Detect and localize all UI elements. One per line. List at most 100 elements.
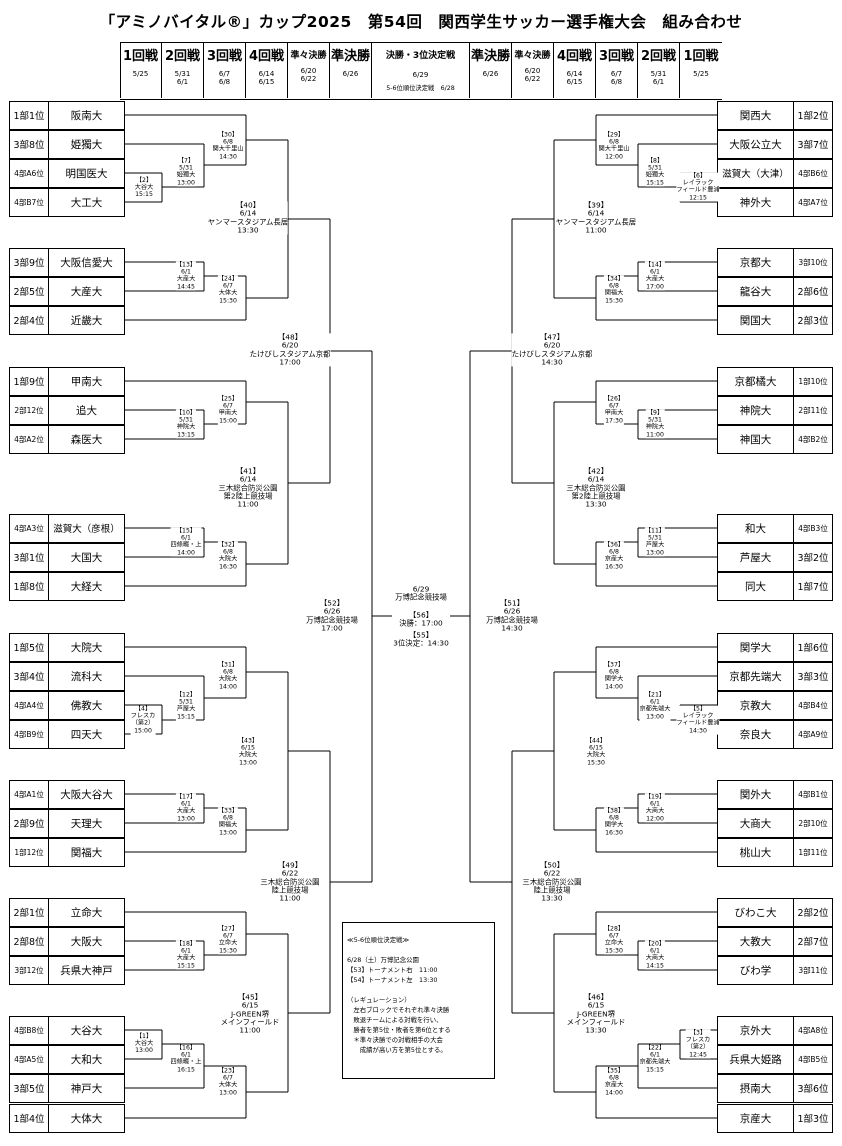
team-rank: 3部11位: [793, 955, 833, 985]
team-rank: 4部B6位: [793, 158, 833, 188]
team-name: 甲南大: [48, 366, 125, 396]
note-line: [347, 945, 494, 955]
round-name: 4回戦: [248, 49, 285, 64]
team-rank: 1部12位: [9, 837, 49, 867]
round-name: 決勝・3位決定戦: [385, 51, 456, 61]
match-info: 【56】決勝：17:00: [399, 610, 443, 629]
team-rank: 2部2位: [793, 897, 833, 927]
placement-match-note: ≪5-6位順位決定戦≫ 6/28（土）万博記念公園【53】トーナメント右 11:…: [342, 922, 495, 1079]
team-rank: 4部A6位: [9, 158, 49, 188]
note-line: 【54】トーナメント左 13:30: [347, 976, 438, 984]
team-name: 滋賀大（大津）: [717, 158, 794, 188]
team-name: 兵県大神戸: [48, 955, 125, 985]
team-rank: 2部11位: [793, 395, 833, 425]
team-name: 兵県大姫路: [717, 1044, 794, 1074]
round-name: 1回戦: [683, 49, 719, 64]
note-line: 6/28（土）万博記念公園: [347, 956, 419, 964]
team-name: 大商大: [717, 808, 794, 838]
team-rank: 2部4位: [9, 305, 49, 335]
team-name: 大和大: [48, 1044, 125, 1074]
note-line: 左右ブロックでそれぞれ準々決勝: [347, 1006, 450, 1014]
team-rank: 2部10位: [793, 808, 833, 838]
team-name: 芦屋大: [717, 542, 794, 572]
team-name: 大谷大: [48, 1015, 125, 1045]
team-rank: 4部A4位: [9, 690, 49, 720]
round-name: 1回戦: [122, 49, 159, 64]
team-rank: 3部6位: [793, 1073, 833, 1103]
match-info: 【3】フレスカ（第2）12:45: [685, 1029, 711, 1059]
team-name: 神国大: [717, 424, 794, 454]
team-rank: 4部A8位: [793, 1015, 833, 1045]
team-name: 京都先端大: [717, 661, 794, 691]
note-line: [347, 985, 494, 995]
team-name: 大経大: [48, 571, 125, 601]
round-name: 準々決勝: [290, 51, 327, 61]
team-rank: 1部5位: [9, 632, 49, 662]
team-rank: 3部12位: [9, 955, 49, 985]
team-name: 神院大: [717, 395, 794, 425]
team-name: 和大: [717, 513, 794, 543]
round-name: 準決勝: [470, 49, 510, 64]
team-name: 神外大: [717, 187, 794, 217]
team-name: 関外大: [717, 779, 794, 809]
team-name: 関学大: [717, 632, 794, 662]
team-name: びわ学: [717, 955, 794, 985]
team-rank: 2部5位: [9, 276, 49, 306]
team-rank: 3部8位: [9, 129, 49, 159]
team-name: 天理大: [48, 808, 125, 838]
team-rank: 1部10位: [793, 366, 833, 396]
team-rank: 4部A2位: [9, 424, 49, 454]
round-date: 6/29: [412, 71, 429, 79]
team-name: 滋賀大（彦根）: [48, 513, 125, 543]
team-name: 神戸大: [48, 1073, 125, 1103]
team-rank: 3部9位: [9, 247, 49, 277]
round-name: 2回戦: [164, 49, 201, 64]
team-name: 関福大: [48, 837, 125, 867]
round-name: 4回戦: [556, 49, 593, 64]
team-rank: 1部2位: [793, 100, 833, 130]
team-name: 京産大: [717, 1103, 794, 1133]
note-line: 【53】トーナメント右 11:00: [347, 966, 438, 974]
team-rank: 3部1位: [9, 542, 49, 572]
team-name: 立命大: [48, 897, 125, 927]
note-line: 敗退チームによる対戦を行い、: [347, 1016, 443, 1024]
team-name: 京教大: [717, 690, 794, 720]
round-name: 3回戦: [598, 49, 635, 64]
team-rank: 4部B8位: [9, 1015, 49, 1045]
team-name: 京外大: [717, 1015, 794, 1045]
